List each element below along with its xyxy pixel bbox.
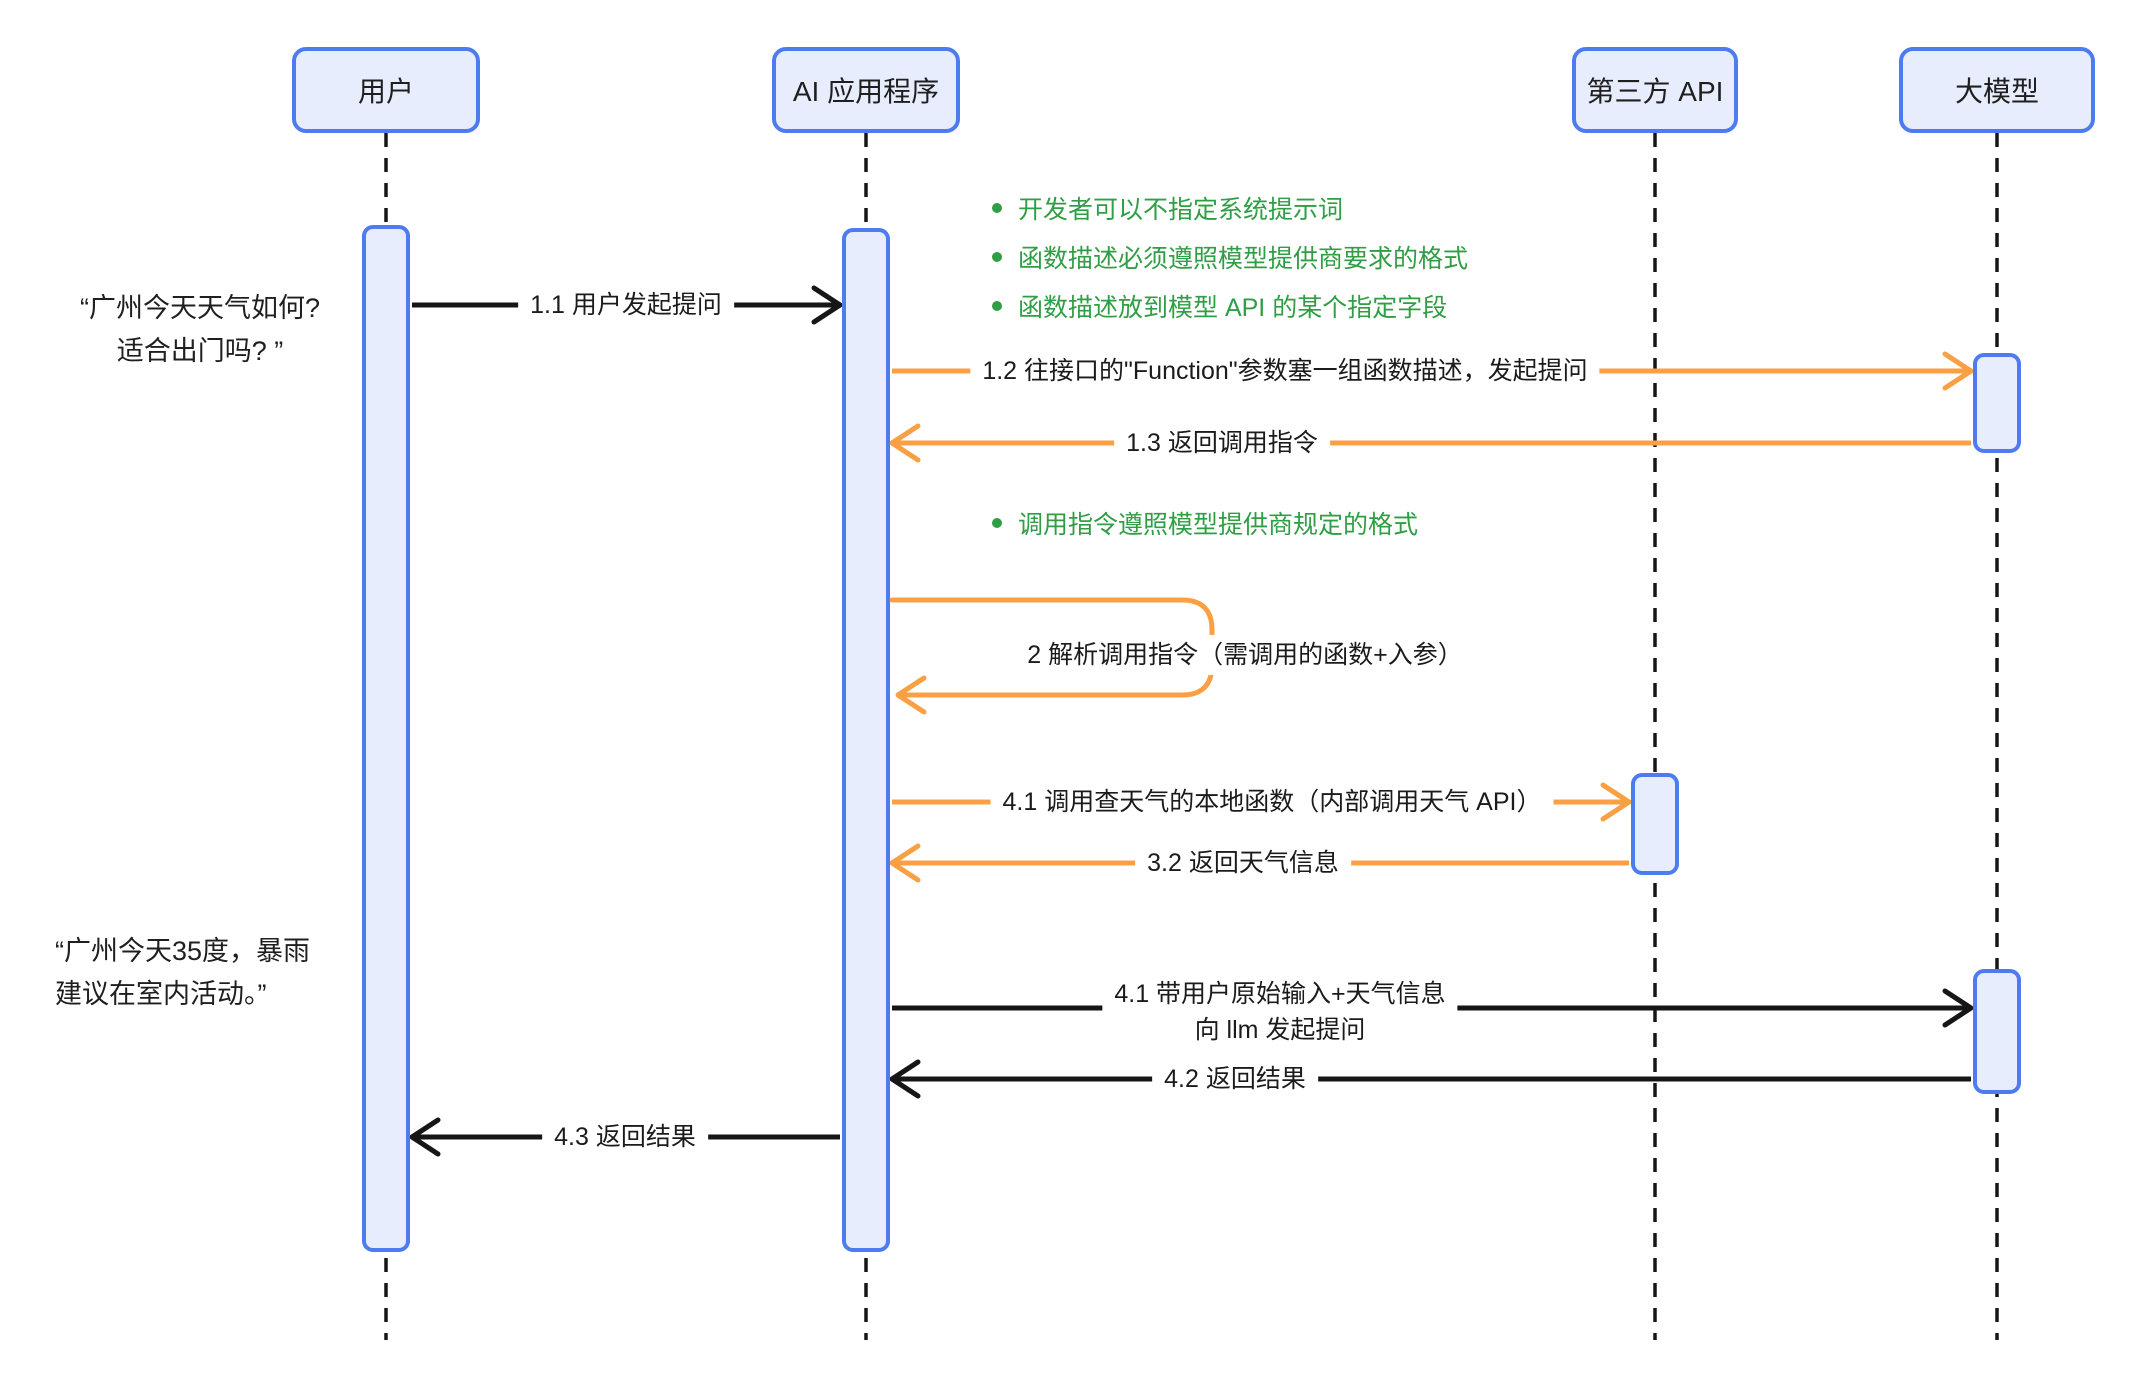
bullet-dot-icon [992, 301, 1002, 311]
activation-bar-user [362, 225, 410, 1252]
note-group-top: 开发者可以不指定系统提示词 函数描述必须遵照模型提供商要求的格式 函数描述放到模… [992, 190, 1468, 337]
message-label-4-1b: 4.1 带用户原始输入+天气信息 向 llm 发起提问 [1102, 973, 1458, 1051]
actor-label: 第三方 API [1586, 76, 1724, 107]
arrowhead-left-icon [895, 675, 927, 715]
note-item: 开发者可以不指定系统提示词 [992, 190, 1468, 226]
arrowhead-left-icon [889, 843, 921, 883]
message-label-2: 2 解析调用指令（需调用的函数+入参） [1015, 634, 1475, 676]
arrowhead-left-icon [889, 1059, 921, 1099]
quote-user-question: “广州今天天气如何? 适合出门吗? ” [79, 293, 320, 366]
message-label-1-1: 1.1 用户发起提问 [518, 284, 734, 326]
arrowhead-right-icon [1942, 351, 1974, 391]
bullet-dot-icon [992, 203, 1002, 213]
actor-label: 用户 [357, 76, 414, 107]
bullet-dot-icon [992, 252, 1002, 262]
message-label-4-1a: 4.1 调用查天气的本地函数（内部调用天气 API） [990, 781, 1554, 823]
actor-box-user: 用户 [292, 47, 480, 133]
note-item: 函数描述必须遵照模型提供商要求的格式 [992, 239, 1468, 275]
arrowhead-right-icon [1600, 782, 1632, 822]
quote-user-answer: “广州今天35度，暴雨 建议在室内活动。” [55, 936, 311, 1009]
arrowhead-left-icon [889, 423, 921, 463]
message-label-1-3: 1.3 返回调用指令 [1114, 422, 1330, 464]
note-group-mid: 调用指令遵照模型提供商规定的格式 [992, 505, 1418, 554]
arrowhead-right-icon [811, 285, 843, 325]
note-text: 调用指令遵照模型提供商规定的格式 [1018, 511, 1419, 539]
message-label-3-2: 3.2 返回天气信息 [1135, 842, 1351, 884]
note-text: 开发者可以不指定系统提示词 [1018, 196, 1344, 224]
actor-box-third-party-api: 第三方 API [1572, 47, 1738, 133]
activation-bar-llm-2 [1973, 969, 2021, 1094]
note-text: 函数描述放到模型 API 的某个指定字段 [1018, 294, 1448, 322]
activation-bar-llm-1 [1973, 353, 2021, 453]
note-item: 函数描述放到模型 API 的某个指定字段 [992, 288, 1468, 324]
message-label-4-3: 4.3 返回结果 [542, 1116, 708, 1158]
arrowhead-left-icon [409, 1117, 441, 1157]
activation-bar-third-party-api [1631, 773, 1679, 875]
message-label-1-2: 1.2 往接口的"Function"参数塞一组函数描述，发起提问 [970, 350, 1600, 392]
actor-label: 大模型 [1954, 76, 2039, 107]
note-item: 调用指令遵照模型提供商规定的格式 [992, 505, 1418, 541]
bullet-dot-icon [992, 518, 1002, 528]
actor-box-llm: 大模型 [1899, 47, 2095, 133]
message-label-4-2: 4.2 返回结果 [1152, 1058, 1318, 1100]
activation-bar-ai-app [842, 228, 890, 1252]
note-text: 函数描述必须遵照模型提供商要求的格式 [1018, 245, 1469, 273]
actor-label: AI 应用程序 [792, 76, 940, 107]
arrowhead-right-icon [1942, 988, 1974, 1028]
actor-box-ai-app: AI 应用程序 [772, 47, 960, 133]
